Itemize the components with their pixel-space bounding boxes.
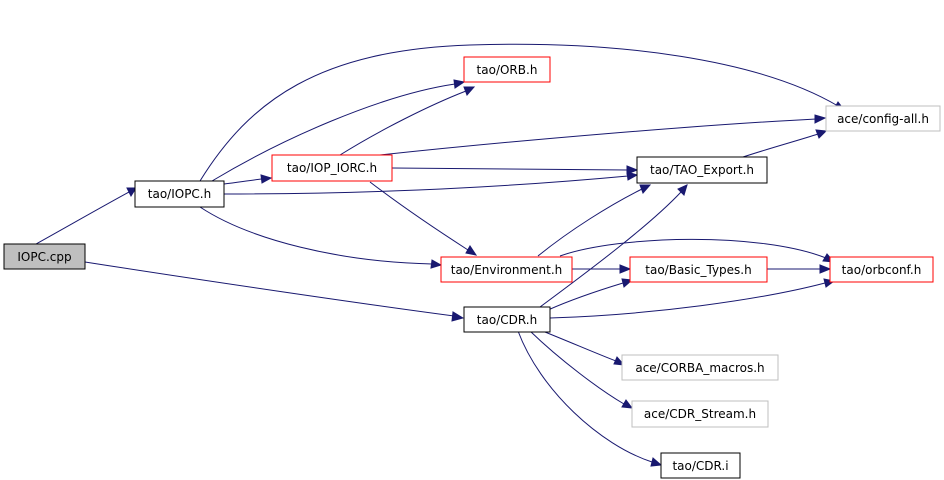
edge-iopc-h-to-iop-iorc-h	[223, 174, 273, 185]
node-cdr-stream-h[interactable]: ace/CDR_Stream.h	[631, 400, 769, 428]
node-label-environment-h: tao/Environment.h	[451, 263, 563, 277]
edge-iopc-cpp-to-iopc-h	[35, 187, 137, 245]
node-label-iop-iorc-h: tao/IOP_IORC.h	[287, 161, 377, 175]
edge-iop-iorc-h-to-config-all-h	[379, 114, 827, 156]
edge-cdr-h-to-cdr-stream-h	[529, 330, 634, 409]
node-environment-h[interactable]: tao/Environment.h	[440, 256, 573, 283]
node-iopc-h[interactable]: tao/IOPC.h	[134, 180, 225, 208]
node-tao-export-h[interactable]: tao/TAO_Export.h	[636, 156, 768, 184]
edge-environment-h-to-tao-export-h	[537, 184, 652, 257]
edge-iopc-h-to-environment-h	[199, 206, 443, 269]
edge-cdr-h-to-orbconf-h	[549, 278, 836, 319]
node-label-cdr-i: tao/CDR.i	[672, 459, 728, 473]
edge-cdr-h-to-basic-types-h	[547, 278, 634, 311]
edge-tao-export-h-to-config-all-h	[739, 129, 828, 159]
node-config-all-h[interactable]: ace/config-all.h	[825, 105, 941, 132]
node-label-orb-h: tao/ORB.h	[477, 63, 538, 77]
node-iop-iorc-h[interactable]: tao/IOP_IORC.h	[271, 154, 393, 182]
node-label-iopc-h: tao/IOPC.h	[148, 187, 211, 201]
edge-basic-types-h-to-orbconf-h	[767, 264, 832, 274]
node-label-cdr-h: tao/CDR.h	[477, 313, 537, 327]
edge-iopc-cpp-to-cdr-h	[84, 261, 465, 322]
nodes-layer: IOPC.cpp tao/IOPC.h tao/ORB.h tao/IOP_IO…	[3, 56, 941, 479]
edge-iop-iorc-h-to-environment-h	[369, 181, 478, 256]
node-iopc-cpp[interactable]: IOPC.cpp	[3, 243, 86, 270]
edge-cdr-h-to-cdr-i	[517, 330, 663, 467]
node-basic-types-h[interactable]: tao/Basic_Types.h	[629, 256, 768, 283]
edge-iopc-h-to-orb-h	[211, 79, 466, 182]
node-label-config-all-h: ace/config-all.h	[837, 112, 929, 126]
node-orbconf-h[interactable]: tao/orbconf.h	[829, 256, 934, 283]
node-cdr-i[interactable]: tao/CDR.i	[660, 452, 741, 479]
node-label-tao-export-h: tao/TAO_Export.h	[650, 163, 754, 177]
edges-layer	[35, 43, 847, 467]
node-corba-macros-h[interactable]: ace/CORBA_macros.h	[621, 354, 779, 381]
edge-cdr-h-to-corba-macros-h	[539, 329, 626, 366]
edge-iop-iorc-h-to-orb-h	[339, 86, 476, 156]
node-label-cdr-stream-h: ace/CDR_Stream.h	[644, 407, 756, 421]
edge-iopc-h-to-tao-export-h	[223, 171, 639, 195]
node-label-corba-macros-h: ace/CORBA_macros.h	[635, 361, 764, 375]
edge-environment-h-to-basic-types-h	[572, 264, 632, 274]
node-cdr-h[interactable]: tao/CDR.h	[463, 306, 551, 333]
node-orb-h[interactable]: tao/ORB.h	[463, 56, 551, 83]
node-label-basic-types-h: tao/Basic_Types.h	[645, 263, 751, 277]
edge-iop-iorc-h-to-tao-export-h	[391, 165, 639, 175]
edge-cdr-h-to-tao-export-h	[539, 184, 688, 308]
node-label-orbconf-h: tao/orbconf.h	[842, 263, 922, 277]
node-label-iopc-cpp: IOPC.cpp	[17, 250, 71, 264]
